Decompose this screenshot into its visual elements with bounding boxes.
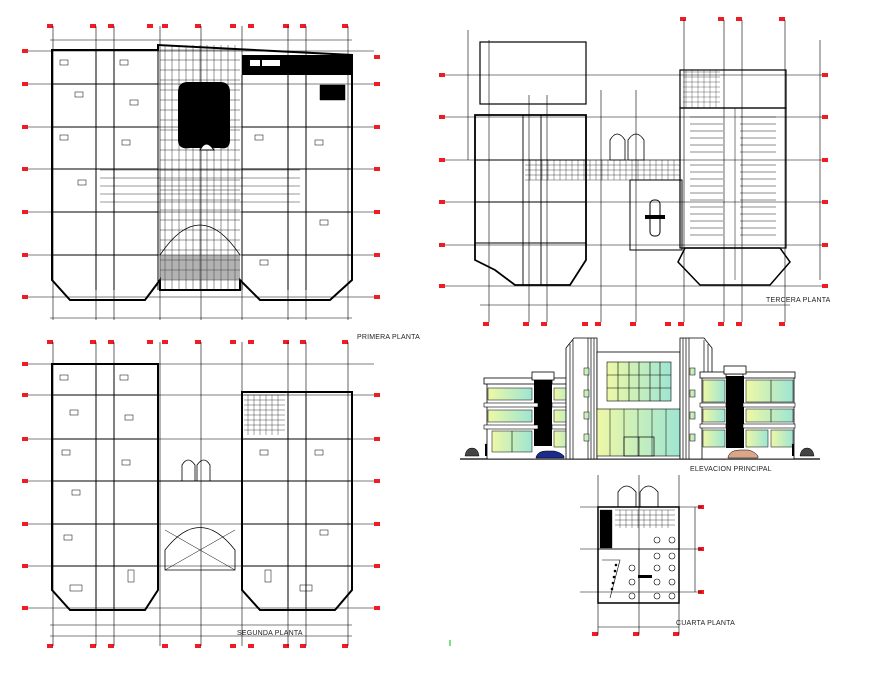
elevacion-principal-drawing <box>460 337 820 460</box>
tercera-planta-label: TERCERA PLANTA <box>766 297 831 304</box>
elevacion-principal-label: ELEVACION PRINCIPAL <box>690 466 772 473</box>
elevacion-principal: ELEVACION PRINCIPAL <box>460 330 820 480</box>
primera-planta-label: PRIMERA PLANTA <box>357 334 420 341</box>
segunda-planta-drawing <box>22 340 380 648</box>
tercera-planta-drawing <box>439 17 828 326</box>
tercera-planta-plan: TERCERA PLANTA <box>420 0 870 340</box>
segunda-planta-plan: SEGUNDA PLANTA <box>0 340 400 680</box>
primera-planta-plan: PRIMERA PLANTA <box>0 0 420 341</box>
cuarta-planta-plan: CUARTA PLANTA <box>580 470 740 650</box>
segunda-planta-label: SEGUNDA PLANTA <box>237 630 303 637</box>
cuarta-planta-label: CUARTA PLANTA <box>676 620 736 627</box>
stray-marker <box>449 640 451 646</box>
primera-planta-drawing <box>22 24 380 320</box>
cuarta-planta-drawing <box>580 475 704 636</box>
